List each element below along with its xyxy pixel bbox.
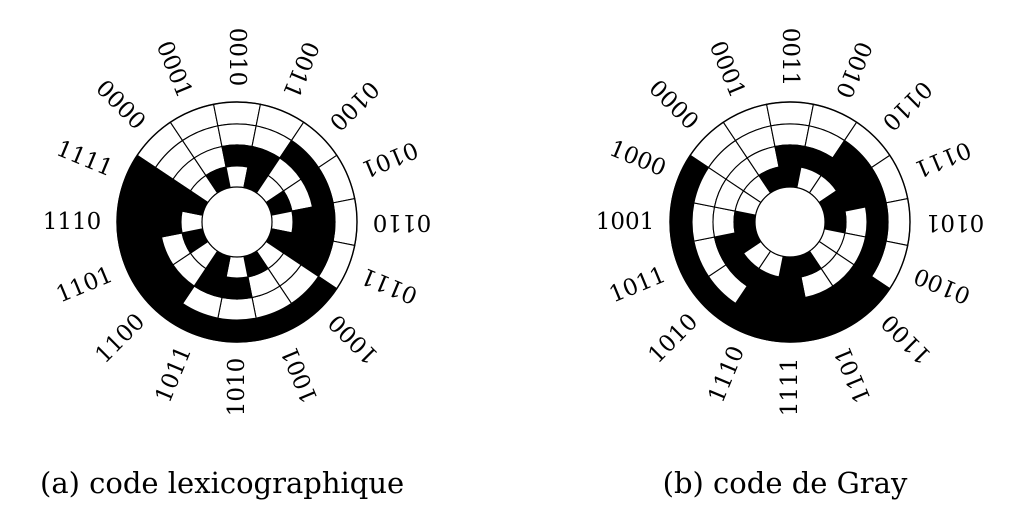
wheel-cell (844, 206, 868, 238)
code-label: 0001 (704, 38, 750, 102)
code-label: 1101 (53, 262, 117, 308)
wheel-cell (774, 144, 806, 168)
wheel-cell (770, 123, 810, 148)
wheel-cell (765, 317, 815, 343)
wheel-cell (885, 197, 911, 247)
code-label: 0111 (357, 262, 421, 308)
caption-gray: (b) code de Gray (662, 466, 908, 500)
wheel-cell (159, 206, 183, 238)
wheel-cell (291, 206, 315, 238)
wheel-cell (770, 296, 810, 321)
code-label: 1111 (777, 358, 803, 417)
code-label: 0100 (324, 75, 384, 135)
wheel-cell (116, 197, 142, 247)
wheel-cell (221, 276, 253, 300)
code-label: 1111 (53, 136, 117, 182)
code-label: 1001 (277, 342, 323, 406)
code-label: 0001 (151, 38, 197, 102)
code-label: 1110 (43, 209, 102, 235)
wheel-center-hole (754, 186, 826, 258)
code-label: 0101 (357, 136, 421, 182)
wheel-cell (691, 202, 716, 242)
code-label: 1100 (90, 309, 150, 369)
code-label: 1110 (704, 342, 750, 406)
wheel-outer-rim (116, 101, 358, 343)
code-label: 1101 (830, 342, 876, 406)
code-label: 1100 (877, 309, 937, 369)
wheel-cell (212, 317, 262, 343)
code-label: 0101 (926, 209, 985, 235)
wheel-cell (712, 206, 736, 238)
code-label: 0100 (910, 262, 974, 308)
code-label: 1011 (151, 342, 197, 406)
code-label: 0011 (777, 28, 803, 87)
wheel-cell (217, 123, 257, 148)
code-label: 0000 (90, 75, 150, 135)
wheel-cell (765, 101, 815, 127)
code-label: 0000 (643, 75, 703, 135)
code-label: 0011 (277, 38, 323, 102)
caption-lexicographic: (a) code lexicographique (40, 466, 405, 500)
code-label: 1001 (596, 209, 655, 235)
wheel-cell (212, 101, 262, 127)
wheel-cell (864, 202, 889, 242)
code-label: 1000 (324, 309, 384, 369)
code-label: 0111 (910, 136, 974, 182)
code-label: 0010 (224, 28, 250, 87)
wheel-outer-rim (669, 101, 911, 343)
wheel-cell (217, 296, 257, 321)
code-label: 0110 (373, 209, 432, 235)
code-label: 0010 (830, 38, 876, 102)
code-label: 0110 (877, 75, 937, 135)
wheel-cell (221, 144, 253, 168)
wheel-cell (332, 197, 358, 247)
code-label: 1010 (224, 358, 250, 417)
wheel-cell (138, 202, 163, 242)
wheel-cell (311, 202, 336, 242)
code-label: 1010 (643, 309, 703, 369)
wheel-cell (669, 197, 695, 247)
code-label: 1000 (606, 136, 670, 182)
wheel-cell (774, 276, 806, 300)
wheel-center-hole (201, 186, 273, 258)
code-label: 1011 (606, 262, 670, 308)
